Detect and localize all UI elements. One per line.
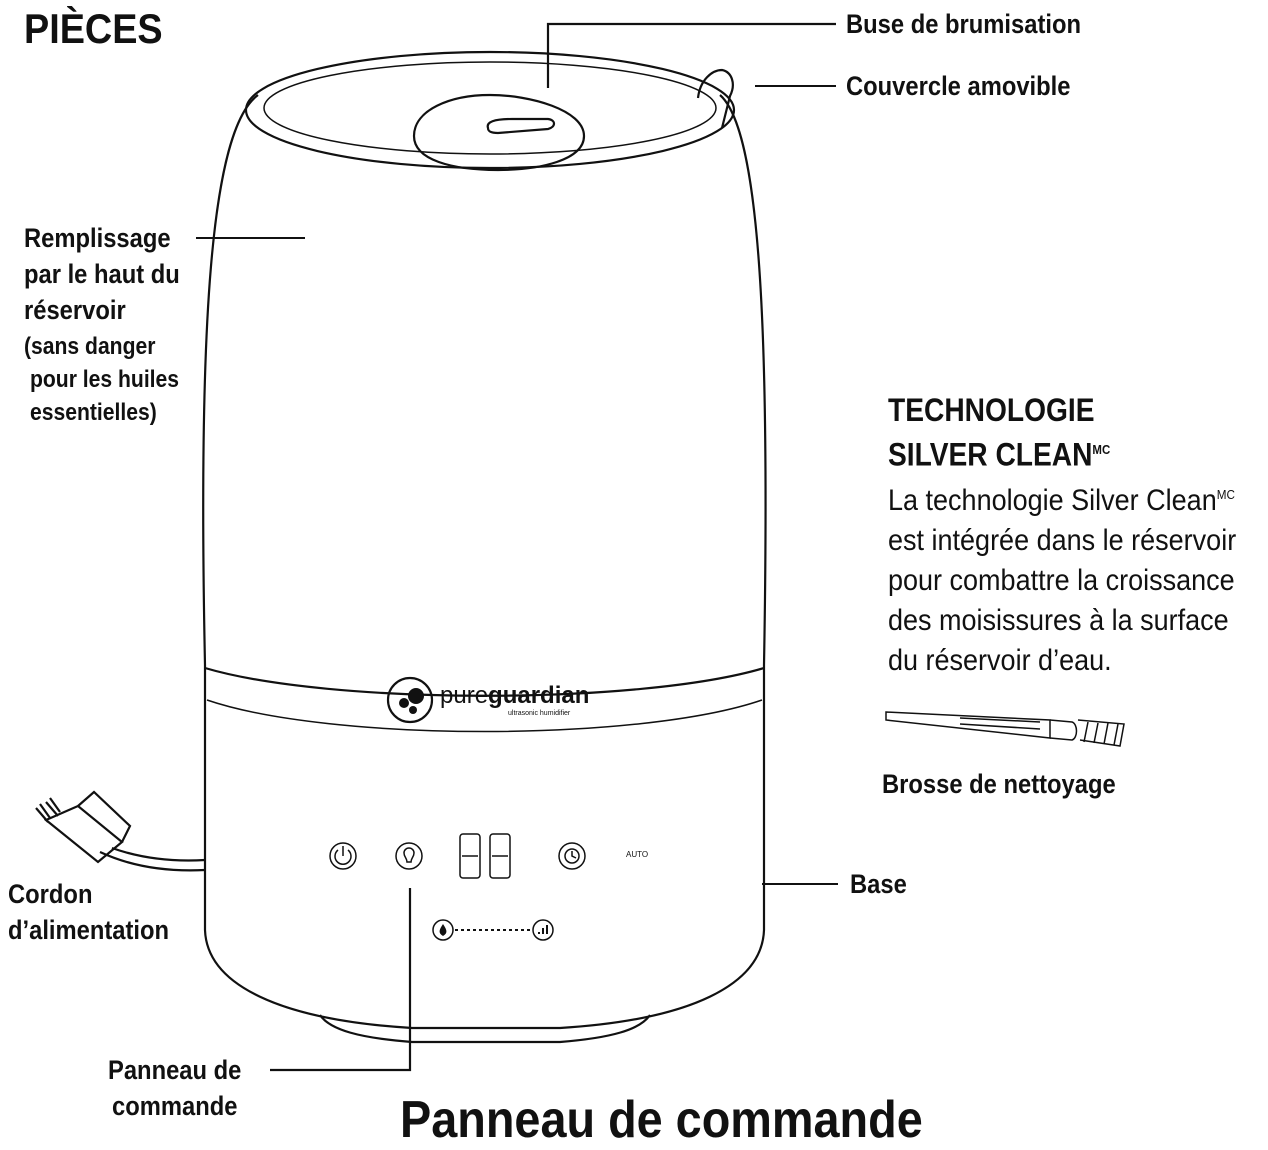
brand-name: pureguardian — [440, 682, 590, 709]
tank-base-separator — [204, 666, 765, 697]
power-cord — [111, 846, 206, 862]
label-removable-lid: Couvercle amovible — [846, 71, 1071, 101]
leader-nozzle — [546, 22, 836, 88]
silver-clean-title-1: TECHNOLOGIE — [888, 392, 1095, 428]
label-base: Base — [850, 869, 907, 899]
water-drop-button — [432, 919, 454, 941]
label-top-fill: Remplissage par le haut du réservoir (sa… — [24, 223, 180, 426]
label-mist-nozzle: Buse de brumisation — [846, 9, 1082, 39]
label-cleaning-brush: Brosse de nettoyage — [882, 769, 1116, 799]
silver-clean-desc-1: La technologie Silver CleanMC — [888, 483, 1235, 517]
humidifier-body — [202, 94, 767, 1030]
auto-indicator: AUTO — [626, 850, 649, 859]
timer-button — [558, 842, 586, 870]
power-button — [329, 842, 357, 870]
label-power-cord: Cordon d’alimentation — [8, 879, 170, 945]
light-button — [395, 842, 423, 870]
silver-clean-title-2: SILVER CLEANMC — [888, 436, 1111, 473]
cleaning-brush — [885, 711, 1125, 747]
lid-handle — [696, 68, 734, 129]
seven-segment-display — [459, 833, 511, 879]
lid-rim-outer — [244, 50, 736, 170]
footer-title: Panneau de commande — [400, 1091, 923, 1149]
lid-rim-inner — [263, 61, 717, 155]
label-control-panel: Panneau de commande — [108, 1055, 242, 1121]
mist-nozzle — [412, 93, 586, 172]
page-title: PIÈCES — [24, 5, 163, 52]
brand-tagline: ultrasonic humidifier — [508, 710, 571, 717]
humidity-level-button — [532, 919, 554, 941]
silver-clean-section: TECHNOLOGIE SILVER CLEANMC La technologi… — [888, 392, 1237, 677]
leader-panel — [270, 888, 412, 1072]
brand-logo-circle — [386, 676, 434, 724]
